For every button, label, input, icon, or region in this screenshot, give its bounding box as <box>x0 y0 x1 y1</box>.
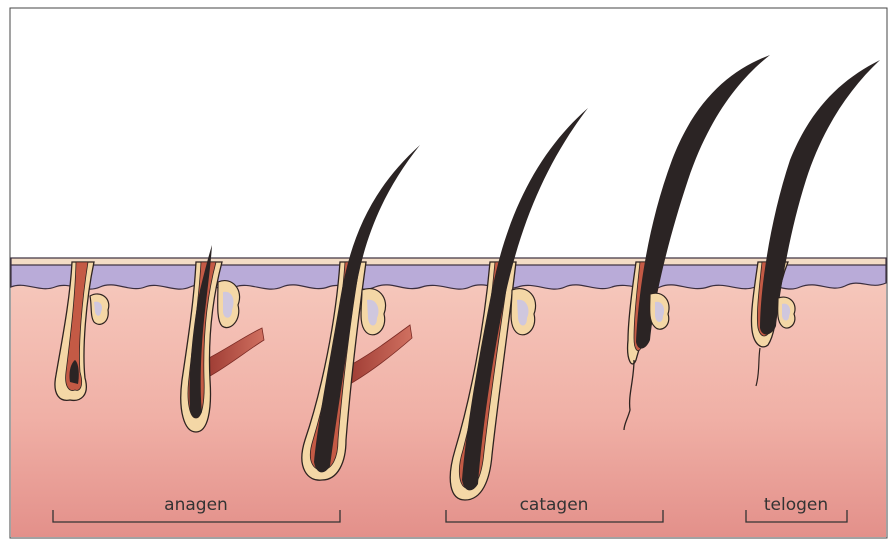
skin-surface <box>11 258 886 265</box>
anagen-label: anagen <box>164 495 228 515</box>
telogen-label: telogen <box>764 495 828 515</box>
catagen-label: catagen <box>520 495 589 515</box>
